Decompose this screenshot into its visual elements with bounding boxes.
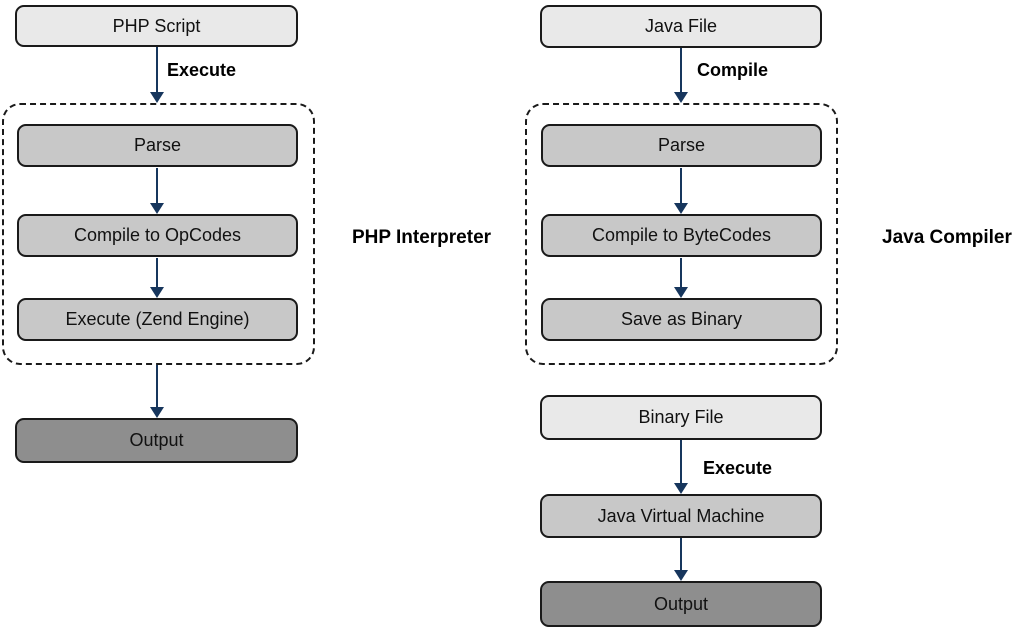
arrow-head-icon — [674, 570, 688, 581]
arrow-shaft — [156, 365, 158, 411]
java-virtual-machine-box: Java Virtual Machine — [540, 494, 822, 538]
arrow-down-icon — [150, 168, 164, 214]
arrow-head-icon — [674, 92, 688, 103]
arrow-head-icon — [150, 203, 164, 214]
arrow-head-icon — [150, 407, 164, 418]
java-execute-edge-label: Execute — [703, 458, 773, 478]
php-interpreter-label: PHP Interpreter — [352, 227, 492, 248]
php-script-box: PHP Script — [15, 5, 298, 47]
arrow-shaft — [680, 48, 682, 96]
arrow-down-icon — [674, 258, 688, 298]
php-compile-opcodes-box: Compile to OpCodes — [17, 214, 298, 257]
php-output-box: Output — [15, 418, 298, 463]
arrow-down-icon — [674, 538, 688, 581]
java-compile-bytecodes-box: Compile to ByteCodes — [541, 214, 822, 257]
java-compiler-group — [525, 103, 838, 365]
arrow-shaft — [156, 47, 158, 96]
arrow-shaft — [680, 440, 682, 487]
arrow-shaft — [680, 168, 682, 207]
arrow-down-icon — [150, 365, 164, 418]
arrow-shaft — [680, 258, 682, 291]
java-output-box: Output — [540, 581, 822, 627]
arrow-down-icon — [150, 258, 164, 298]
java-save-binary-box: Save as Binary — [541, 298, 822, 341]
arrow-shaft — [156, 168, 158, 207]
binary-file-box: Binary File — [540, 395, 822, 440]
arrow-head-icon — [674, 203, 688, 214]
java-parse-box: Parse — [541, 124, 822, 167]
arrow-down-icon — [150, 47, 164, 103]
arrow-down-icon — [674, 440, 688, 494]
java-file-box: Java File — [540, 5, 822, 48]
php-execute-edge-label: Execute — [167, 60, 237, 80]
java-compiler-label: Java Compiler — [882, 227, 1012, 248]
arrow-down-icon — [674, 168, 688, 214]
php-execute-zend-box: Execute (Zend Engine) — [17, 298, 298, 341]
arrow-shaft — [156, 258, 158, 291]
arrow-shaft — [680, 538, 682, 574]
arrow-head-icon — [674, 483, 688, 494]
java-compile-edge-label: Compile — [697, 60, 769, 80]
arrow-head-icon — [150, 92, 164, 103]
php-parse-box: Parse — [17, 124, 298, 167]
php-interpreter-group — [2, 103, 315, 365]
arrow-head-icon — [674, 287, 688, 298]
arrow-head-icon — [150, 287, 164, 298]
arrow-down-icon — [674, 48, 688, 103]
